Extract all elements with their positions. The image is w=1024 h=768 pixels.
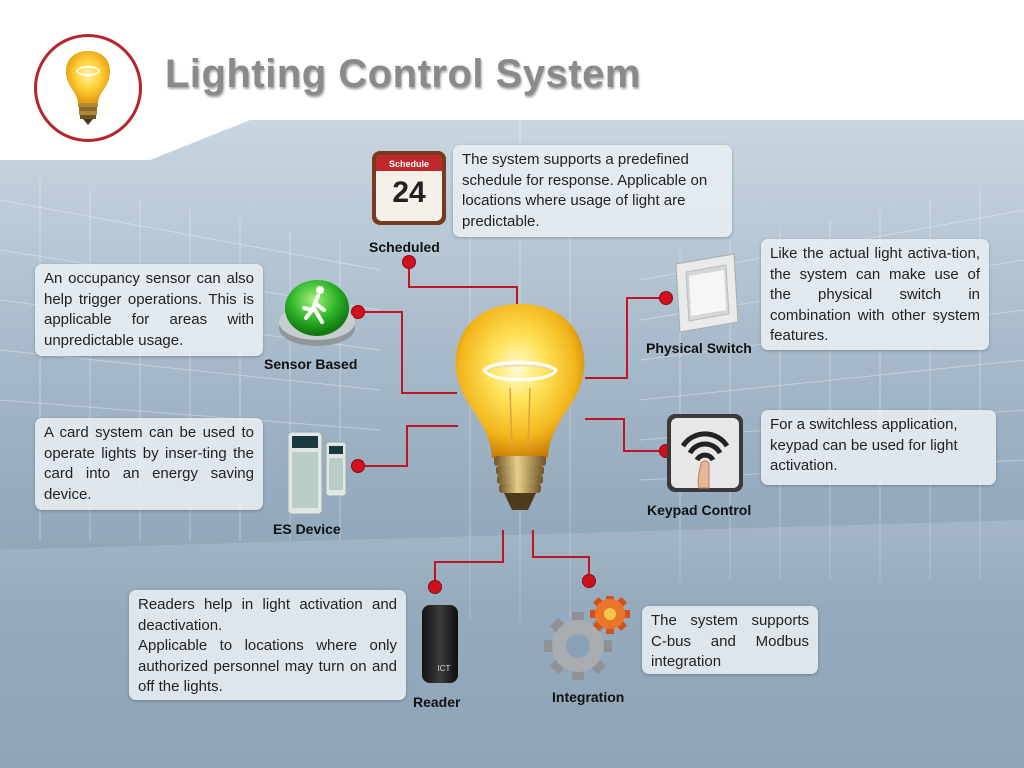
connector-sensor: [401, 392, 457, 394]
page-title: Lighting Control System: [165, 52, 641, 96]
header-band: [0, 0, 1024, 160]
connector-keypad: [623, 450, 668, 452]
connector-reader: [434, 561, 504, 563]
calendar-icon: Schedule 24: [370, 147, 448, 227]
reader-text-line2: Applicable to locations where only autho…: [138, 637, 397, 695]
connector-es-device: [406, 425, 408, 467]
label-reader: Reader: [413, 694, 461, 710]
connector-dot-scheduled: [403, 256, 415, 268]
connector-physical-switch: [626, 297, 666, 299]
energy-saving-device-icon: [284, 426, 350, 518]
connector-sensor: [358, 311, 403, 313]
green-pushbutton-icon: [276, 272, 358, 350]
reader-text-line1: Readers help in light activation and dea…: [138, 596, 397, 634]
calendar-header: Schedule: [389, 159, 429, 169]
description-physical-switch: Like the actual light activa-tion, the s…: [761, 239, 989, 350]
connector-integration: [532, 556, 590, 558]
label-sensor: Sensor Based: [264, 356, 358, 372]
connector-es-device: [406, 425, 458, 427]
connector-es-device: [358, 465, 408, 467]
connector-keypad: [623, 418, 625, 451]
label-keypad: Keypad Control: [647, 502, 752, 518]
card-reader-icon: ICT: [420, 603, 460, 685]
connector-integration: [532, 530, 534, 557]
description-sensor: An occupancy sensor can also help trigge…: [35, 264, 263, 356]
label-integration: Integration: [552, 689, 625, 705]
gears-icon: [538, 594, 640, 682]
description-es-device: A card system can be used to operate lig…: [35, 418, 263, 510]
connector-keypad: [585, 418, 625, 420]
keypad-touch-icon: [665, 412, 745, 494]
connector-reader: [434, 561, 436, 586]
connector-dot-reader: [429, 581, 441, 593]
reader-brand: ICT: [438, 664, 451, 673]
connector-scheduled: [408, 286, 518, 288]
wall-switch-icon: [672, 252, 742, 334]
connector-dot-sensor: [352, 306, 364, 318]
label-physical-switch: Physical Switch: [646, 340, 752, 356]
connector-dot-integration: [583, 575, 595, 587]
connector-sensor: [401, 311, 403, 393]
calendar-day: 24: [392, 176, 426, 209]
connector-reader: [502, 530, 504, 562]
description-integration: The system supports C-bus and Modbus int…: [642, 606, 818, 674]
description-scheduled: The system supports a predefined schedul…: [453, 145, 732, 237]
connector-dot-es-device: [352, 460, 364, 472]
connector-physical-switch: [626, 297, 628, 378]
lightbulb-icon: [440, 298, 600, 523]
connector-scheduled: [516, 286, 518, 316]
lightbulb-logo-icon: [34, 34, 142, 142]
connector-integration: [588, 556, 590, 581]
connector-dot-physical-switch: [660, 292, 672, 304]
connector-scheduled: [408, 262, 410, 287]
label-es-device: ES Device: [273, 521, 341, 537]
description-keypad: For a switchless application, keypad can…: [761, 410, 996, 485]
description-reader: Readers help in light activation and dea…: [129, 590, 406, 700]
label-scheduled: Scheduled: [369, 239, 440, 255]
connector-physical-switch: [585, 377, 628, 379]
